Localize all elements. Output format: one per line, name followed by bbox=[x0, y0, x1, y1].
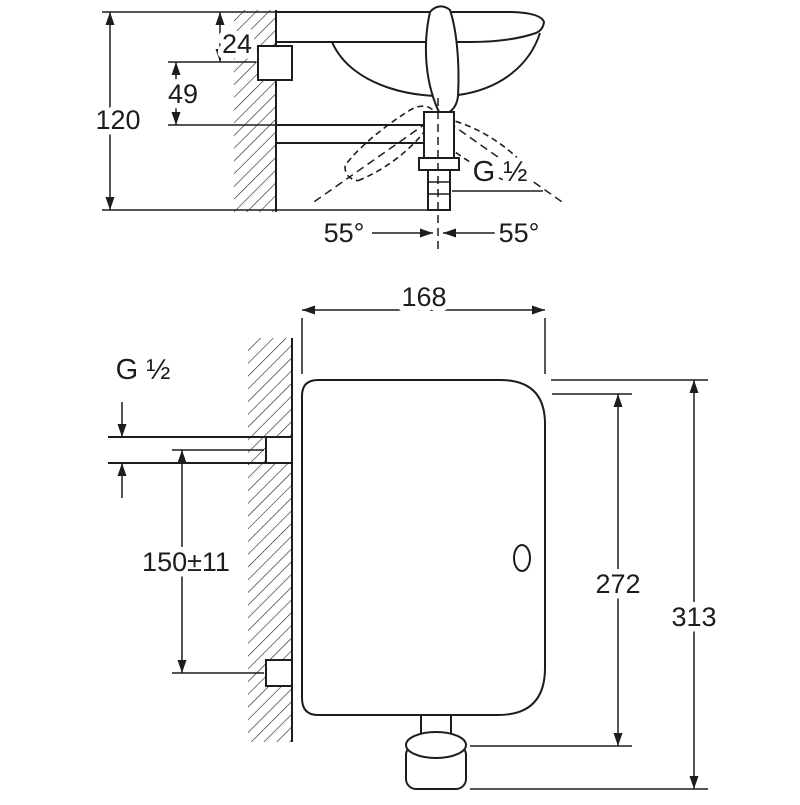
wall-union-bottom bbox=[265, 659, 293, 687]
thread-label-front: G ½ bbox=[116, 354, 171, 386]
outlet-nipple-g12 bbox=[427, 169, 451, 211]
dim-313: 313 bbox=[470, 379, 722, 790]
dim-120: 120 bbox=[90, 12, 146, 210]
lever-handle bbox=[424, 5, 460, 116]
dim-120-label: 120 bbox=[95, 105, 140, 135]
thread-label-side: G ½ bbox=[473, 156, 528, 188]
dim-150-label: 150±11 bbox=[142, 547, 230, 577]
side-view: 24 49 120 55° 55° G ½ bbox=[90, 5, 566, 254]
body-button bbox=[513, 544, 531, 572]
valve-stem bbox=[423, 111, 455, 159]
thread-callout-side: G ½ bbox=[452, 151, 543, 194]
dim-168-label: 168 bbox=[401, 282, 446, 312]
dim-angle-left: 55° bbox=[318, 213, 433, 254]
wall-hatch-side bbox=[234, 10, 276, 212]
dim-272: 272 bbox=[470, 393, 646, 747]
dim-49: 49 bbox=[162, 62, 204, 125]
swing-lever-left bbox=[344, 105, 437, 182]
outlet-ball-joint bbox=[405, 731, 467, 759]
angle-right-label: 55° bbox=[499, 218, 540, 248]
angle-left-label: 55° bbox=[324, 218, 365, 248]
dim-150: 150±11 bbox=[137, 449, 264, 674]
front-view: 168 G ½ 150±11 bbox=[108, 277, 722, 790]
mixer-body-front bbox=[301, 379, 546, 716]
wall-union-top bbox=[265, 436, 293, 464]
wall-union-block bbox=[257, 45, 293, 81]
dim-168: 168 bbox=[301, 277, 546, 374]
dim-24-label: 24 bbox=[222, 29, 252, 59]
dim-angle-right: 55° bbox=[443, 213, 545, 254]
shelf-profile bbox=[275, 11, 546, 43]
dim-thread-front: G ½ bbox=[110, 349, 176, 498]
dim-272-label: 272 bbox=[595, 569, 640, 599]
dim-24: 24 bbox=[215, 12, 258, 65]
dim-49-label: 49 bbox=[168, 79, 198, 109]
outlet-flange bbox=[418, 157, 460, 171]
dim-313-label: 313 bbox=[671, 602, 716, 632]
